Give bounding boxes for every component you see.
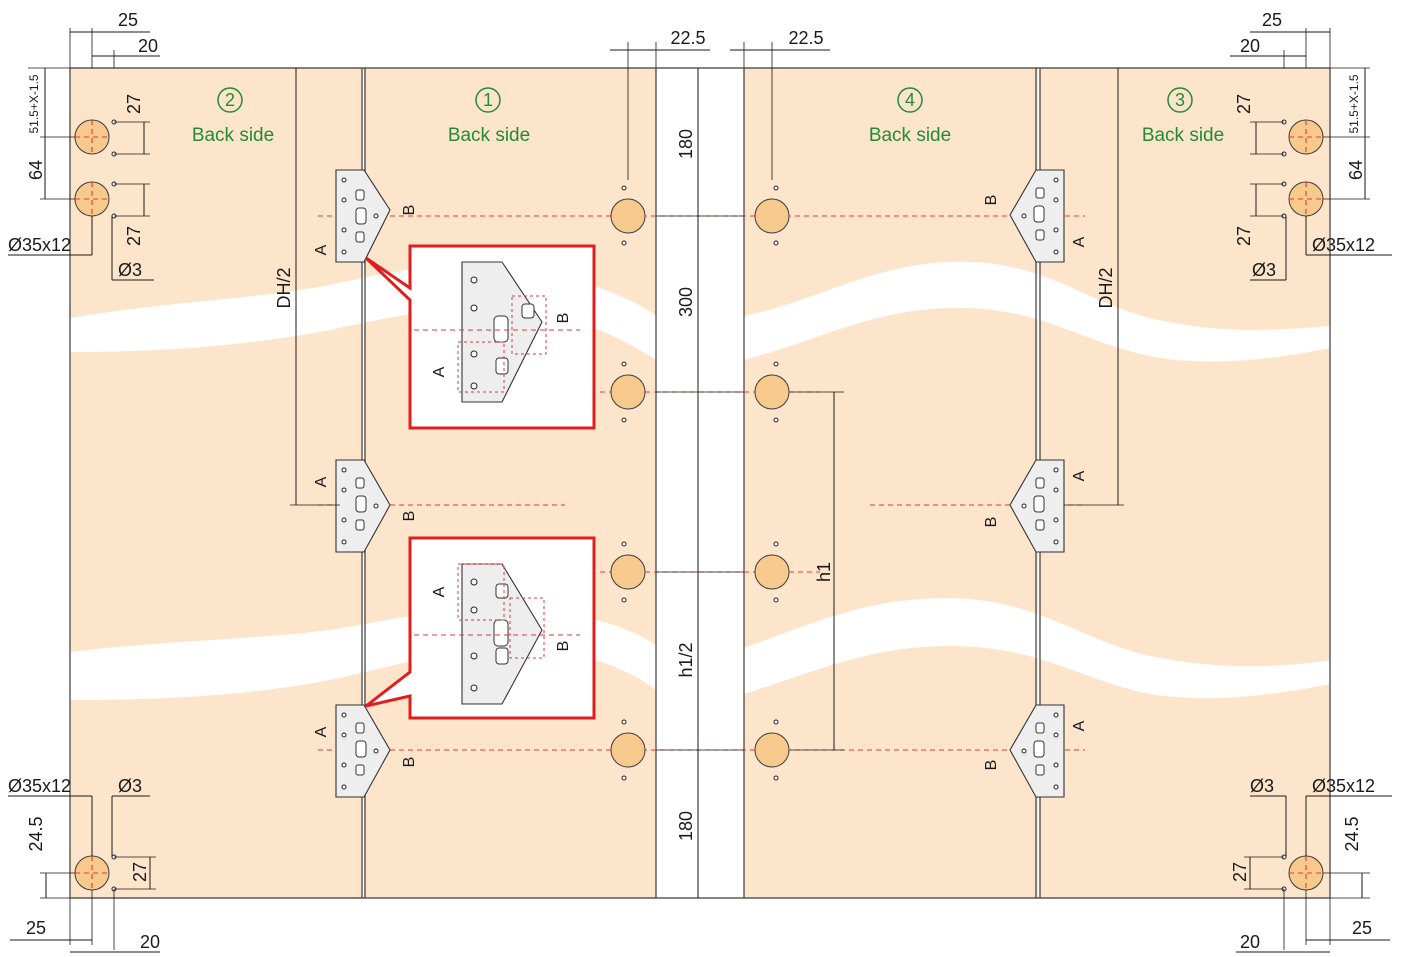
svg-text:1: 1 (483, 90, 493, 110)
panel-2-label: 2 Back side (192, 87, 274, 146)
svg-text:B: B (401, 511, 418, 522)
panel-3-label: 3 Back side (1142, 87, 1224, 146)
svg-text:B: B (555, 641, 572, 652)
svg-text:Ø3: Ø3 (118, 776, 142, 796)
svg-text:A: A (431, 586, 448, 597)
svg-text:64: 64 (26, 160, 46, 180)
svg-text:A: A (1071, 720, 1088, 731)
svg-text:A: A (313, 244, 330, 255)
svg-text:27: 27 (1234, 226, 1254, 246)
svg-text:A: A (431, 366, 448, 377)
panel-2 (70, 68, 362, 898)
svg-text:A: A (1071, 470, 1088, 481)
svg-text:DH/2: DH/2 (274, 267, 294, 308)
dims-bottom-left: Ø35x12 Ø3 24.5 27 25 20 (8, 776, 160, 953)
svg-text:A: A (313, 726, 330, 737)
svg-text:B: B (401, 205, 418, 216)
break-wave-lower-right (744, 598, 1330, 699)
hinge-plate-left-top (335, 169, 391, 263)
svg-text:Ø35x12: Ø35x12 (1312, 776, 1375, 796)
svg-text:51.5+X-1.5: 51.5+X-1.5 (1347, 74, 1361, 133)
svg-text:20: 20 (1240, 36, 1260, 56)
svg-text:B: B (983, 195, 1000, 206)
panel-1 (364, 68, 656, 898)
svg-text:B: B (983, 517, 1000, 528)
svg-text:25: 25 (1352, 918, 1372, 938)
cup-holes-center (610, 185, 790, 781)
svg-text:Back side: Back side (448, 125, 530, 146)
svg-text:27: 27 (124, 226, 144, 246)
svg-text:64: 64 (1346, 160, 1366, 180)
svg-text:24.5: 24.5 (26, 816, 46, 851)
svg-text:B: B (401, 757, 418, 768)
svg-text:25: 25 (118, 10, 138, 30)
dims-top-right: 25 20 51.5+X-1.5 64 27 27 Ø35x12 Ø3 (1230, 10, 1392, 281)
svg-text:3: 3 (1175, 90, 1185, 110)
svg-text:B: B (983, 760, 1000, 771)
hinge-plate-left-bot (335, 704, 391, 798)
panel-3 (1040, 68, 1330, 898)
svg-text:A: A (313, 476, 330, 487)
svg-text:A: A (1071, 236, 1088, 247)
svg-text:20: 20 (140, 932, 160, 952)
hinge-plate-right-mid (1009, 459, 1065, 553)
hinge-plate-right-top (1009, 169, 1065, 263)
svg-text:Ø3: Ø3 (1250, 776, 1274, 796)
svg-text:Back side: Back side (192, 125, 274, 146)
svg-text:24.5: 24.5 (1342, 816, 1362, 851)
svg-text:4: 4 (905, 90, 915, 110)
svg-text:25: 25 (1262, 10, 1282, 30)
panel-4-label: 4 Back side (869, 87, 951, 146)
svg-text:27: 27 (124, 94, 144, 114)
callout-upper: A B (364, 244, 596, 430)
hinge-plate-left-mid (335, 459, 391, 553)
dims-dh2: DH/2 DH/2 (274, 68, 1124, 506)
svg-text:20: 20 (1240, 932, 1260, 952)
svg-text:h1/2: h1/2 (676, 642, 696, 677)
svg-text:Ø35x12: Ø35x12 (8, 235, 71, 255)
hinge-ab-labels: A B A B A B B A B A B A (313, 195, 1088, 771)
svg-text:Back side: Back side (1142, 125, 1224, 146)
svg-text:Back side: Back side (869, 125, 951, 146)
svg-text:22.5: 22.5 (670, 28, 705, 48)
svg-text:Ø3: Ø3 (1252, 260, 1276, 280)
svg-text:22.5: 22.5 (788, 28, 823, 48)
svg-text:Ø35x12: Ø35x12 (8, 776, 71, 796)
svg-text:51.5+X-1.5: 51.5+X-1.5 (27, 74, 41, 133)
callout-lower: A B (365, 536, 596, 720)
svg-text:27: 27 (130, 862, 150, 882)
svg-text:B: B (555, 313, 572, 324)
dims-top-middle: 22.5 22.5 (610, 28, 830, 180)
svg-text:20: 20 (138, 36, 158, 56)
svg-text:h1: h1 (814, 562, 834, 582)
svg-text:25: 25 (26, 918, 46, 938)
svg-text:27: 27 (1230, 862, 1250, 882)
svg-text:DH/2: DH/2 (1096, 267, 1116, 308)
dims-top-left: 25 20 51.5+X-1.5 64 27 27 Ø35x12 Ø3 (8, 10, 160, 281)
hinge-plate-right-bot (1009, 704, 1065, 798)
svg-text:27: 27 (1234, 94, 1254, 114)
dims-bottom-right: Ø35x12 Ø3 24.5 27 25 20 (1230, 776, 1392, 953)
svg-text:Ø35x12: Ø35x12 (1312, 235, 1375, 255)
svg-text:180: 180 (676, 811, 696, 841)
svg-text:2: 2 (225, 90, 235, 110)
panel-4 (744, 68, 1038, 898)
break-wave-upper-right (744, 261, 1330, 362)
svg-text:300: 300 (676, 287, 696, 317)
panel-1-label: 1 Back side (448, 87, 530, 146)
svg-text:Ø3: Ø3 (118, 260, 142, 280)
dims-middle-vertical: 180 300 h1/2 180 h1 (656, 68, 844, 898)
svg-text:180: 180 (676, 129, 696, 159)
